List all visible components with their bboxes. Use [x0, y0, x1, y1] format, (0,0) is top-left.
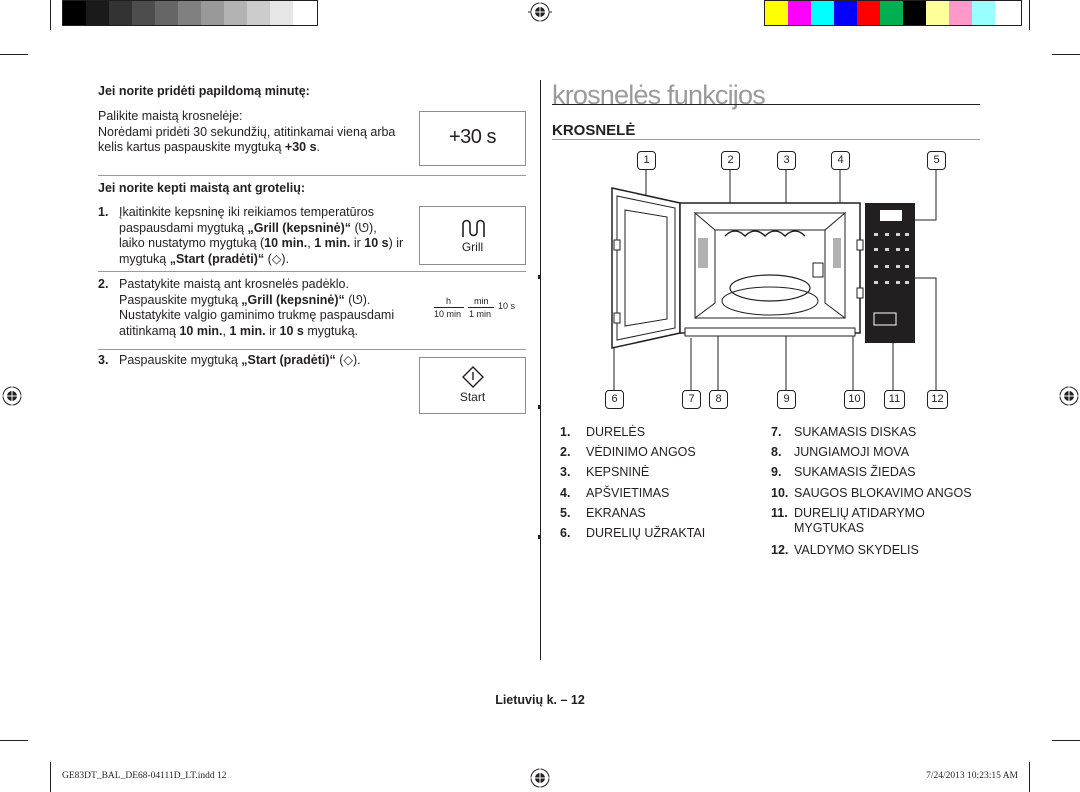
step2: 2. Pastatykite maistą ant krosnelės padė…: [98, 277, 395, 338]
grill-button-panel: Grill: [419, 206, 526, 265]
start-diamond-icon: [462, 366, 484, 388]
legend-item: 10.SAUGOS BLOKAVIMO ANGOS: [771, 486, 972, 500]
one-minute-button: 1 min: [469, 309, 492, 319]
callout-12: 12: [927, 390, 948, 409]
crop-mark: [0, 54, 28, 55]
callout-6: 6: [605, 390, 624, 409]
legend-item: 2.VĖDINIMO ANGOS: [560, 445, 696, 459]
start-button-label: Start: [459, 390, 486, 404]
color-swatch: [857, 1, 880, 25]
crop-mark: [1029, 0, 1030, 30]
minutes-label: min: [474, 296, 489, 306]
callout-3: 3: [777, 151, 796, 170]
crop-mark: [50, 762, 51, 792]
start-button-panel: Start: [419, 357, 526, 414]
color-swatch: [109, 1, 132, 25]
legend-item: 7.SUKAMASIS DISKAS: [771, 425, 917, 439]
title-underline: [552, 104, 980, 105]
fold-tick: [538, 275, 541, 279]
color-bar: [764, 0, 1022, 26]
color-swatch: [86, 1, 109, 25]
color-swatch: [811, 1, 834, 25]
plus30-button-panel: +30 s: [419, 111, 526, 166]
file-info: GE83DT_BAL_DE68-04111D_LT.indd 12: [62, 771, 227, 781]
divider: [98, 349, 526, 350]
registration-mark-left-icon: [0, 384, 24, 408]
callout-10: 10: [844, 390, 865, 409]
callout-2: 2: [721, 151, 740, 170]
legend-item: 11.DURELIŲ ATIDARYMO: [771, 506, 925, 520]
color-swatch: [880, 1, 903, 25]
callout-8: 8: [709, 390, 728, 409]
callout-11: 11: [884, 390, 905, 409]
plus30-button-label: +30 s: [449, 126, 496, 148]
color-swatch: [949, 1, 972, 25]
section2-heading: Jei norite kepti maistą ant grotelių:: [98, 181, 305, 195]
legend-item: 1.DURELĖS: [560, 425, 646, 439]
callout-9: 9: [777, 390, 796, 409]
color-swatch: [247, 1, 270, 25]
hours-label: h: [446, 296, 452, 306]
microwave-diagram: [611, 166, 937, 390]
fold-line: [540, 80, 541, 660]
crop-mark: [1029, 762, 1030, 792]
color-swatch: [63, 1, 86, 25]
crop-mark: [0, 740, 28, 741]
step1: 1. Įkaitinkite kepsninę iki reikiamos te…: [98, 205, 404, 266]
legend-item: 3.KEPSNINĖ: [560, 465, 650, 479]
section1-paragraph: Palikite maistą krosnelėje: Norėdami pri…: [98, 109, 396, 154]
ten-minutes-button: 10 min: [434, 309, 462, 319]
color-swatch: [972, 1, 995, 25]
color-swatch: [926, 1, 949, 25]
crop-mark: [1052, 740, 1080, 741]
color-swatch: [201, 1, 224, 25]
section-title: KROSNELĖ: [552, 122, 636, 139]
callout-5: 5: [927, 151, 946, 170]
color-swatch: [834, 1, 857, 25]
color-swatch: [155, 1, 178, 25]
section-underline: [552, 139, 980, 140]
callout-4: 4: [831, 151, 850, 170]
legend-item: 6.DURELIŲ UŽRAKTAI: [560, 526, 706, 540]
step3: 3. Paspauskite mygtuką „Start (pradėti)“…: [98, 353, 361, 367]
page-number: Lietuvių k. – 12: [495, 693, 585, 707]
grill-icon: [462, 219, 485, 237]
grill-button-label: Grill: [461, 240, 484, 254]
fold-tick: [538, 535, 541, 539]
legend-item: 5.EKRANAS: [560, 506, 646, 520]
section1-heading: Jei norite pridėti papildomą minutę:: [98, 84, 310, 98]
callout-1: 1: [637, 151, 656, 170]
color-swatch: [132, 1, 155, 25]
crop-mark: [1052, 54, 1080, 55]
color-swatch: [270, 1, 293, 25]
fold-tick: [538, 405, 541, 409]
color-swatch: [178, 1, 201, 25]
page-title: krosnelės funkcijos: [552, 80, 766, 110]
time-buttons-panel: h min 10 min 1 min 10 s: [428, 291, 524, 325]
crop-mark: [50, 0, 51, 30]
ten-seconds-button: 10 s: [498, 301, 516, 311]
color-swatch: [995, 1, 1018, 25]
legend-item: 4.APŠVIETIMAS: [560, 486, 670, 500]
color-swatch: [788, 1, 811, 25]
legend-item: 12.VALDYMO SKYDELIS: [771, 543, 919, 557]
color-swatch: [765, 1, 788, 25]
grayscale-bar: [62, 0, 318, 26]
divider: [98, 175, 526, 176]
color-swatch: [903, 1, 926, 25]
divider: [98, 271, 526, 272]
legend-item: 8.JUNGIAMOJI MOVA: [771, 445, 910, 459]
legend-item: MYGTUKAS: [794, 521, 865, 535]
registration-mark-top-icon: [528, 0, 552, 24]
registration-mark-right-icon: [1057, 384, 1080, 408]
legend-item: 9.SUKAMASIS ŽIEDAS: [771, 465, 916, 479]
color-swatch: [293, 1, 316, 25]
registration-mark-bottom-icon: [528, 766, 552, 790]
timestamp: 7/24/2013 10:23:15 AM: [926, 771, 1018, 781]
callout-7: 7: [682, 390, 701, 409]
color-swatch: [224, 1, 247, 25]
